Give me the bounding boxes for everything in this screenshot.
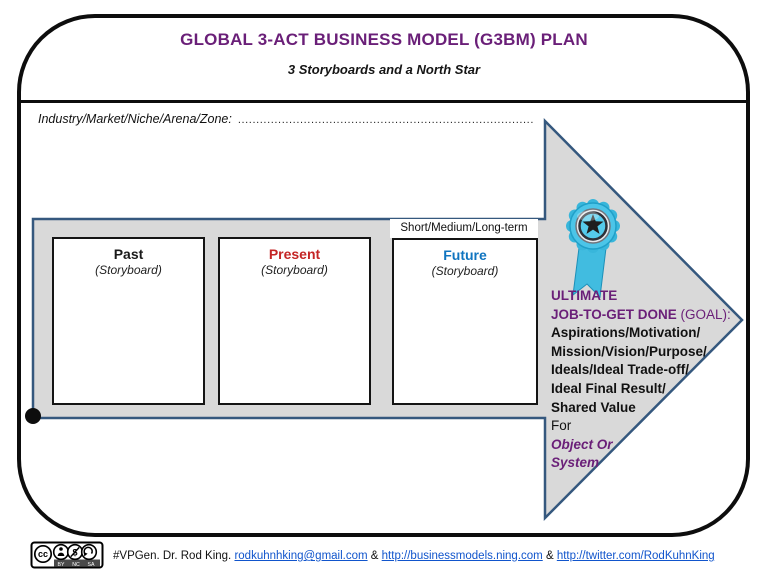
storyboard-title: Present [268, 246, 321, 262]
goal-line: ULTIMATE [551, 288, 618, 303]
goal-line: Mission/Vision/Purpose/ [551, 343, 707, 359]
page-title: GLOBAL 3-ACT BUSINESS MODEL (G3BM) PLAN [180, 30, 588, 49]
header-divider-line [20, 100, 747, 103]
goal-line: Aspirations/Motivation/ [551, 325, 701, 341]
footer: cc $ BY NC SA #VPGen. Dr. Rod King. rodk… [30, 541, 715, 569]
goal-line-bold: JOB-TO-GET DONE [551, 306, 677, 322]
attribution-person-icon [57, 547, 65, 556]
storyboard-box-future: Future (Storyboard) [392, 238, 538, 405]
storyboard-subtitle: (Storyboard) [261, 263, 328, 277]
goal-line-suffix: (GOAL): [676, 306, 731, 322]
goal-for-label: For [551, 418, 572, 434]
noncommercial-slash [70, 546, 80, 558]
credits-line: #VPGen. Dr. Rod King. rodkuhnhking@gmail… [113, 548, 715, 562]
goal-object-line: Object Or [551, 436, 613, 452]
separator: & [367, 550, 382, 562]
license-strip [54, 559, 100, 567]
north-star-badge-icon [566, 199, 620, 299]
term-label: Short/Medium/Long-term [390, 219, 538, 238]
separator: & [542, 550, 557, 562]
arrow-anchor-dot [25, 408, 41, 424]
businessmodels-link[interactable]: http://businessmodels.ning.com [381, 550, 543, 562]
twitter-link[interactable]: http://twitter.com/RodKuhnKing [556, 550, 715, 562]
star-icon [582, 214, 604, 234]
email-link[interactable]: rodkuhnhking@gmail.com [234, 550, 368, 562]
storyboard-subtitle: (Storyboard) [95, 263, 162, 277]
storyboard-title: Past [113, 246, 144, 262]
nc-label: NC [72, 562, 80, 568]
storyboard-subtitle: (Storyboard) [431, 264, 499, 278]
goal-line: Ideal Final Result/ [551, 380, 666, 396]
block-arrow-shape [31, 117, 744, 522]
storyboard-box-present: Present (Storyboard) [218, 237, 371, 405]
cc-by-nc-sa-license-badge[interactable]: cc $ BY NC SA [30, 541, 104, 569]
goal-line: Ideals/Ideal Trade-off/ [551, 362, 690, 378]
goal-object-line: System [551, 455, 600, 471]
slide-border-frame [17, 14, 750, 537]
page-subtitle: 3 Storyboards and a North Star [287, 62, 481, 77]
cc-icon: cc [38, 549, 48, 559]
storyboard-title: Future [443, 247, 487, 263]
ultimate-goal-block: ULTIMATE JOB-TO-GET DONE (GOAL): Aspirat… [551, 287, 756, 473]
industry-line: Industry/Market/Niche/Arena/Zone: ......… [38, 112, 534, 126]
industry-label: Industry/Market/Niche/Arena/Zone: [38, 112, 232, 126]
credits-prefix: #VPGen. Dr. Rod King. [113, 550, 235, 562]
goal-line: JOB-TO-GET DONE (GOAL): [551, 306, 756, 325]
goal-line: Shared Value [551, 399, 636, 415]
dotted-leader: ........................................… [237, 114, 534, 126]
sa-label: SA [88, 562, 95, 568]
storyboard-box-past: Past (Storyboard) [52, 237, 205, 405]
by-label: BY [58, 562, 65, 568]
